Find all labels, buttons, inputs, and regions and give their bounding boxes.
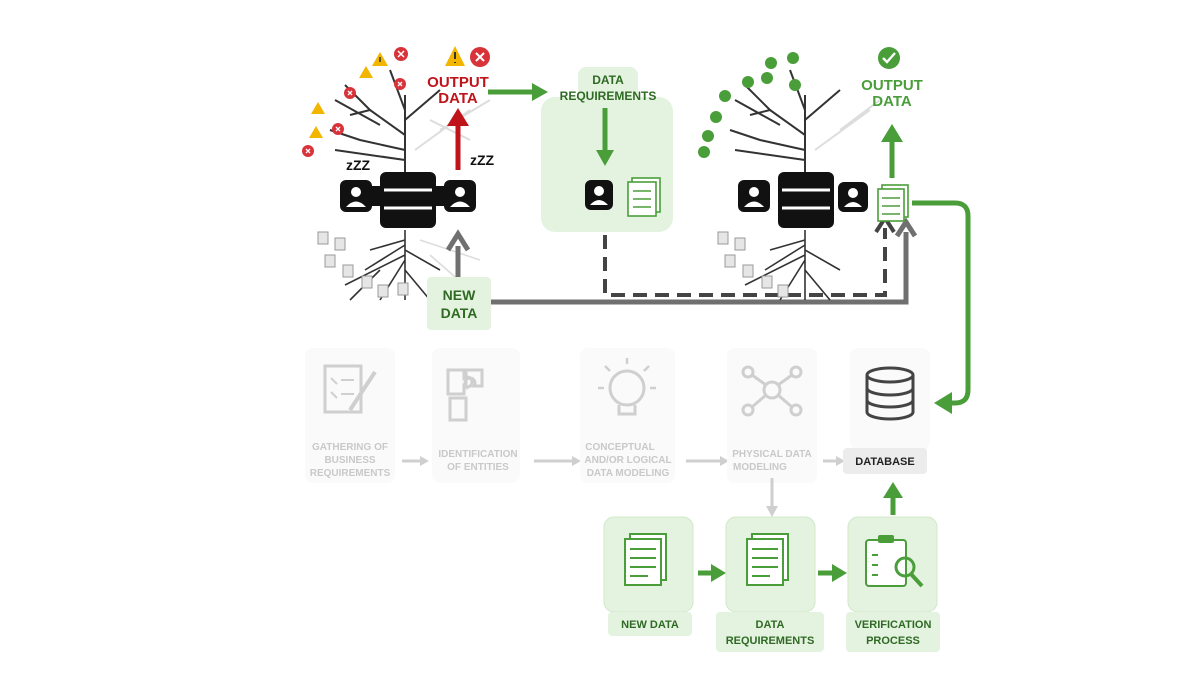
pipeline-step-1-line3: REQUIREMENTS bbox=[310, 468, 391, 479]
pipeline-step-4-line1: PHYSICAL DATA bbox=[732, 449, 811, 460]
checklist-icon bbox=[877, 184, 909, 222]
verif-requirements-card bbox=[725, 516, 816, 613]
faded-arrow-down-head bbox=[766, 506, 778, 517]
verif-process-label-box bbox=[846, 612, 940, 652]
faded-arrow-head bbox=[420, 456, 429, 466]
right-tree-roots bbox=[744, 230, 841, 301]
user-icon bbox=[585, 180, 613, 210]
data-requirements-line2: REQUIREMENTS bbox=[560, 89, 657, 103]
error-icon bbox=[394, 47, 408, 61]
green-arrow-right bbox=[818, 564, 847, 582]
pipeline-step-2-line2: OF ENTITIES bbox=[447, 462, 509, 473]
gray-connector-head bbox=[894, 217, 918, 238]
green-arrow-down bbox=[596, 108, 614, 166]
new-data-line1: NEW bbox=[443, 287, 476, 303]
file-icons-left bbox=[317, 231, 409, 298]
file-icons-right bbox=[717, 231, 789, 298]
warning-icon bbox=[311, 102, 325, 114]
error-icon bbox=[344, 87, 356, 99]
verif-new-data-card bbox=[603, 516, 694, 613]
database-label-box bbox=[843, 448, 927, 474]
database-label: DATABASE bbox=[855, 456, 914, 468]
red-arrow-up bbox=[447, 108, 469, 170]
pipeline-step-1-line1: GATHERING OF bbox=[312, 442, 388, 453]
output-data-ok-line1: OUTPUT bbox=[861, 77, 923, 94]
user-icon bbox=[838, 182, 868, 212]
verif-process-line2: PROCESS bbox=[866, 635, 920, 647]
pipeline-step-2-line1: IDENTIFICATION bbox=[438, 449, 517, 460]
pipeline-step-3-line1: CONCEPTUAL bbox=[585, 442, 654, 453]
right-tree bbox=[698, 52, 909, 301]
data-requirements-line1: DATA bbox=[592, 73, 624, 87]
output-data-error-line1: OUTPUT bbox=[427, 74, 489, 91]
pipeline-step-3-line2: AND/OR LOGICAL bbox=[584, 455, 671, 466]
user-icon bbox=[738, 180, 770, 212]
left-tree: zZZ zZZ bbox=[302, 47, 495, 301]
checklist-icon bbox=[627, 177, 661, 217]
right-tree-faded-branches bbox=[814, 99, 881, 151]
green-arrow-right bbox=[698, 564, 726, 582]
green-arrow-to-database-up bbox=[883, 482, 903, 515]
warning-icon bbox=[309, 126, 323, 138]
output-error-icon bbox=[445, 46, 490, 67]
error-icon bbox=[302, 145, 314, 157]
verif-requirements-label-box bbox=[716, 612, 824, 652]
output-check-icon bbox=[878, 47, 900, 69]
output-data-ok-line2: DATA bbox=[872, 93, 912, 110]
check-icons bbox=[698, 52, 801, 158]
faded-arrow-head bbox=[836, 456, 845, 466]
user-icon bbox=[340, 180, 382, 212]
verif-process-card bbox=[847, 516, 938, 613]
green-arrow-up bbox=[881, 124, 903, 178]
verif-process-line1: VERIFICATION bbox=[855, 619, 932, 631]
pipeline-step-4-card bbox=[727, 348, 817, 483]
faded-arrow-head bbox=[720, 456, 729, 466]
user-icon bbox=[434, 180, 476, 212]
error-icon bbox=[394, 78, 406, 90]
green-arrow-to-database bbox=[912, 200, 971, 406]
pipeline-step-2-card bbox=[432, 348, 520, 483]
faded-arrow-head bbox=[572, 456, 581, 466]
verif-requirements-line2: REQUIREMENTS bbox=[726, 635, 815, 647]
green-arrow-to-requirements bbox=[488, 83, 548, 101]
sleep-right-text: zZZ bbox=[470, 152, 495, 168]
pipeline-step-1-line2: BUSINESS bbox=[324, 455, 375, 466]
sleep-left-text: zZZ bbox=[346, 157, 371, 173]
pipeline-step-3-line3: DATA MODELING bbox=[587, 468, 670, 479]
error-icon bbox=[332, 123, 344, 135]
green-arrow-to-database-head bbox=[934, 392, 952, 414]
output-data-error-line2: DATA bbox=[438, 90, 478, 107]
verif-new-data-label: NEW DATA bbox=[621, 619, 679, 631]
new-data-line2: DATA bbox=[441, 305, 478, 321]
pipeline-step-4-line2: MODELING bbox=[733, 462, 787, 473]
database-icon bbox=[778, 172, 834, 228]
new-data-box bbox=[427, 277, 491, 330]
gray-arrow-up-left bbox=[445, 229, 471, 280]
verif-new-data-label-box bbox=[608, 612, 692, 636]
verif-requirements-line1: DATA bbox=[756, 619, 785, 631]
pipeline-step-1-card bbox=[305, 348, 395, 483]
left-tree-branches bbox=[329, 69, 441, 175]
dashed-connector bbox=[603, 228, 887, 297]
warning-icon bbox=[372, 52, 388, 66]
database-card bbox=[850, 348, 930, 450]
pipeline-step-3-card bbox=[580, 348, 675, 483]
gray-connector bbox=[490, 232, 909, 305]
database-icon bbox=[380, 172, 436, 228]
left-tree-roots bbox=[344, 230, 441, 301]
warning-icon bbox=[359, 66, 373, 78]
